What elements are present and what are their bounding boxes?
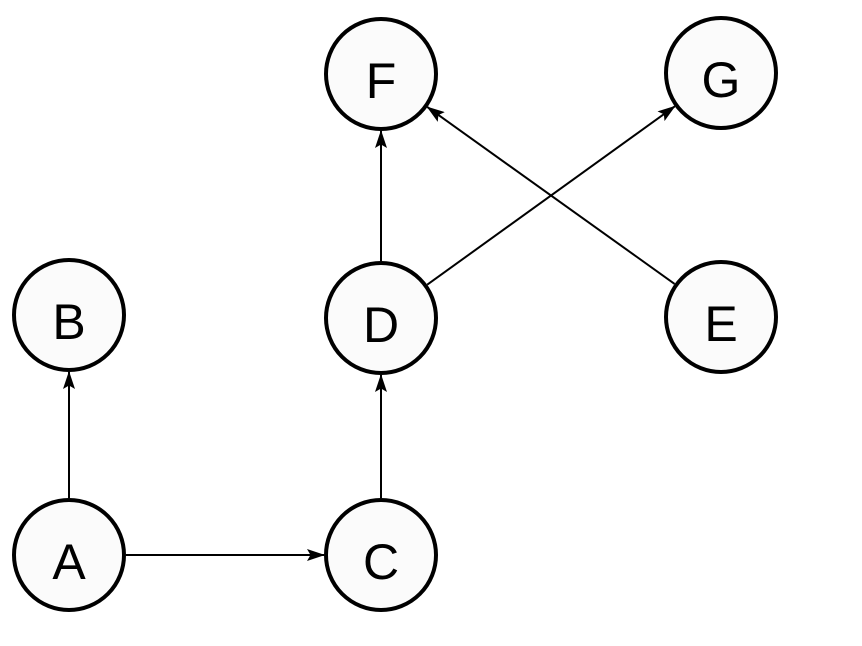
node-B: B [12,258,126,372]
node-A: A [12,498,126,612]
node-circle-A [12,498,126,612]
node-label-B: B [52,294,85,350]
node-label-G: G [702,52,741,108]
node-circle-F [324,17,438,131]
node-circle-G [664,16,778,130]
edge-E-to-F [426,106,676,285]
node-circle-C [324,498,438,612]
edges-layer [63,105,676,561]
node-label-F: F [366,53,397,109]
node-circle-E [664,260,778,374]
node-F: F [324,17,438,131]
node-label-E: E [704,296,737,352]
node-label-D: D [363,297,399,353]
nodes-layer: A B C D E F G [12,16,778,612]
node-label-A: A [52,534,86,590]
node-G: G [664,16,778,130]
node-label-C: C [363,534,399,590]
node-D: D [324,261,438,375]
node-circle-B [12,258,126,372]
node-circle-D [324,261,438,375]
node-C: C [324,498,438,612]
node-E: E [664,260,778,374]
